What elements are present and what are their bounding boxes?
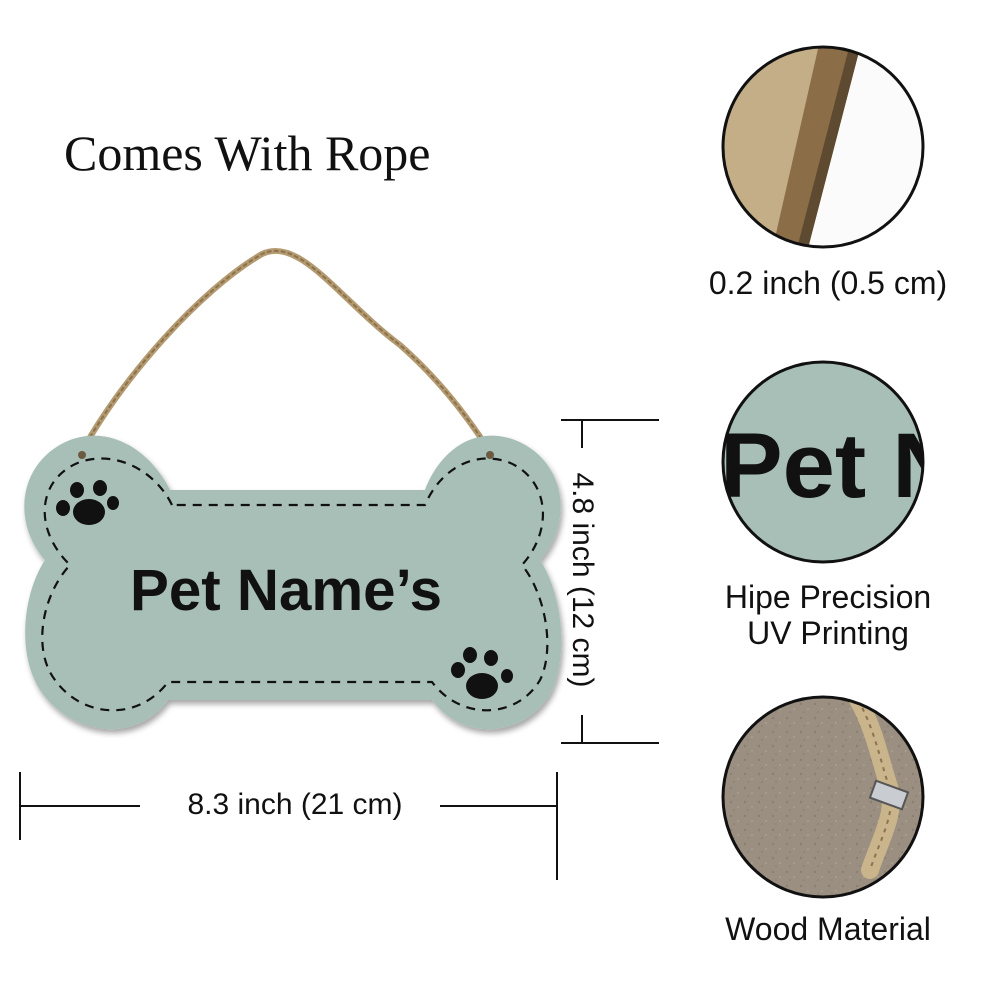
thickness-closeup (723, 47, 923, 247)
hanging-rope (77, 248, 495, 458)
sign-text: Pet Name’s (130, 558, 442, 623)
headline: Comes With Rope (64, 125, 431, 181)
printing-caption: Hipe Precision UV Printing (678, 579, 978, 652)
width-dimension-line (19, 772, 558, 880)
thickness-caption: 0.2 inch (0.5 cm) (708, 265, 948, 301)
print-zoom-text: Pet N (720, 415, 960, 517)
print-closeup: Pet N (720, 362, 960, 562)
bone-sign (24, 435, 562, 730)
width-label: 8.3 inch (21 cm) (187, 788, 403, 821)
printing-caption-line2: UV Printing (747, 614, 909, 651)
paw-print-icon (451, 647, 513, 699)
stitch-line (41, 457, 549, 712)
material-caption: Wood Material (725, 911, 931, 947)
paw-print-icon (56, 480, 119, 525)
printing-caption-line1: Hipe Precision (724, 579, 932, 615)
height-dimension-line (561, 419, 659, 744)
material-closeup (723, 697, 923, 897)
height-label: 4.8 inch (12 cm) (566, 472, 599, 688)
